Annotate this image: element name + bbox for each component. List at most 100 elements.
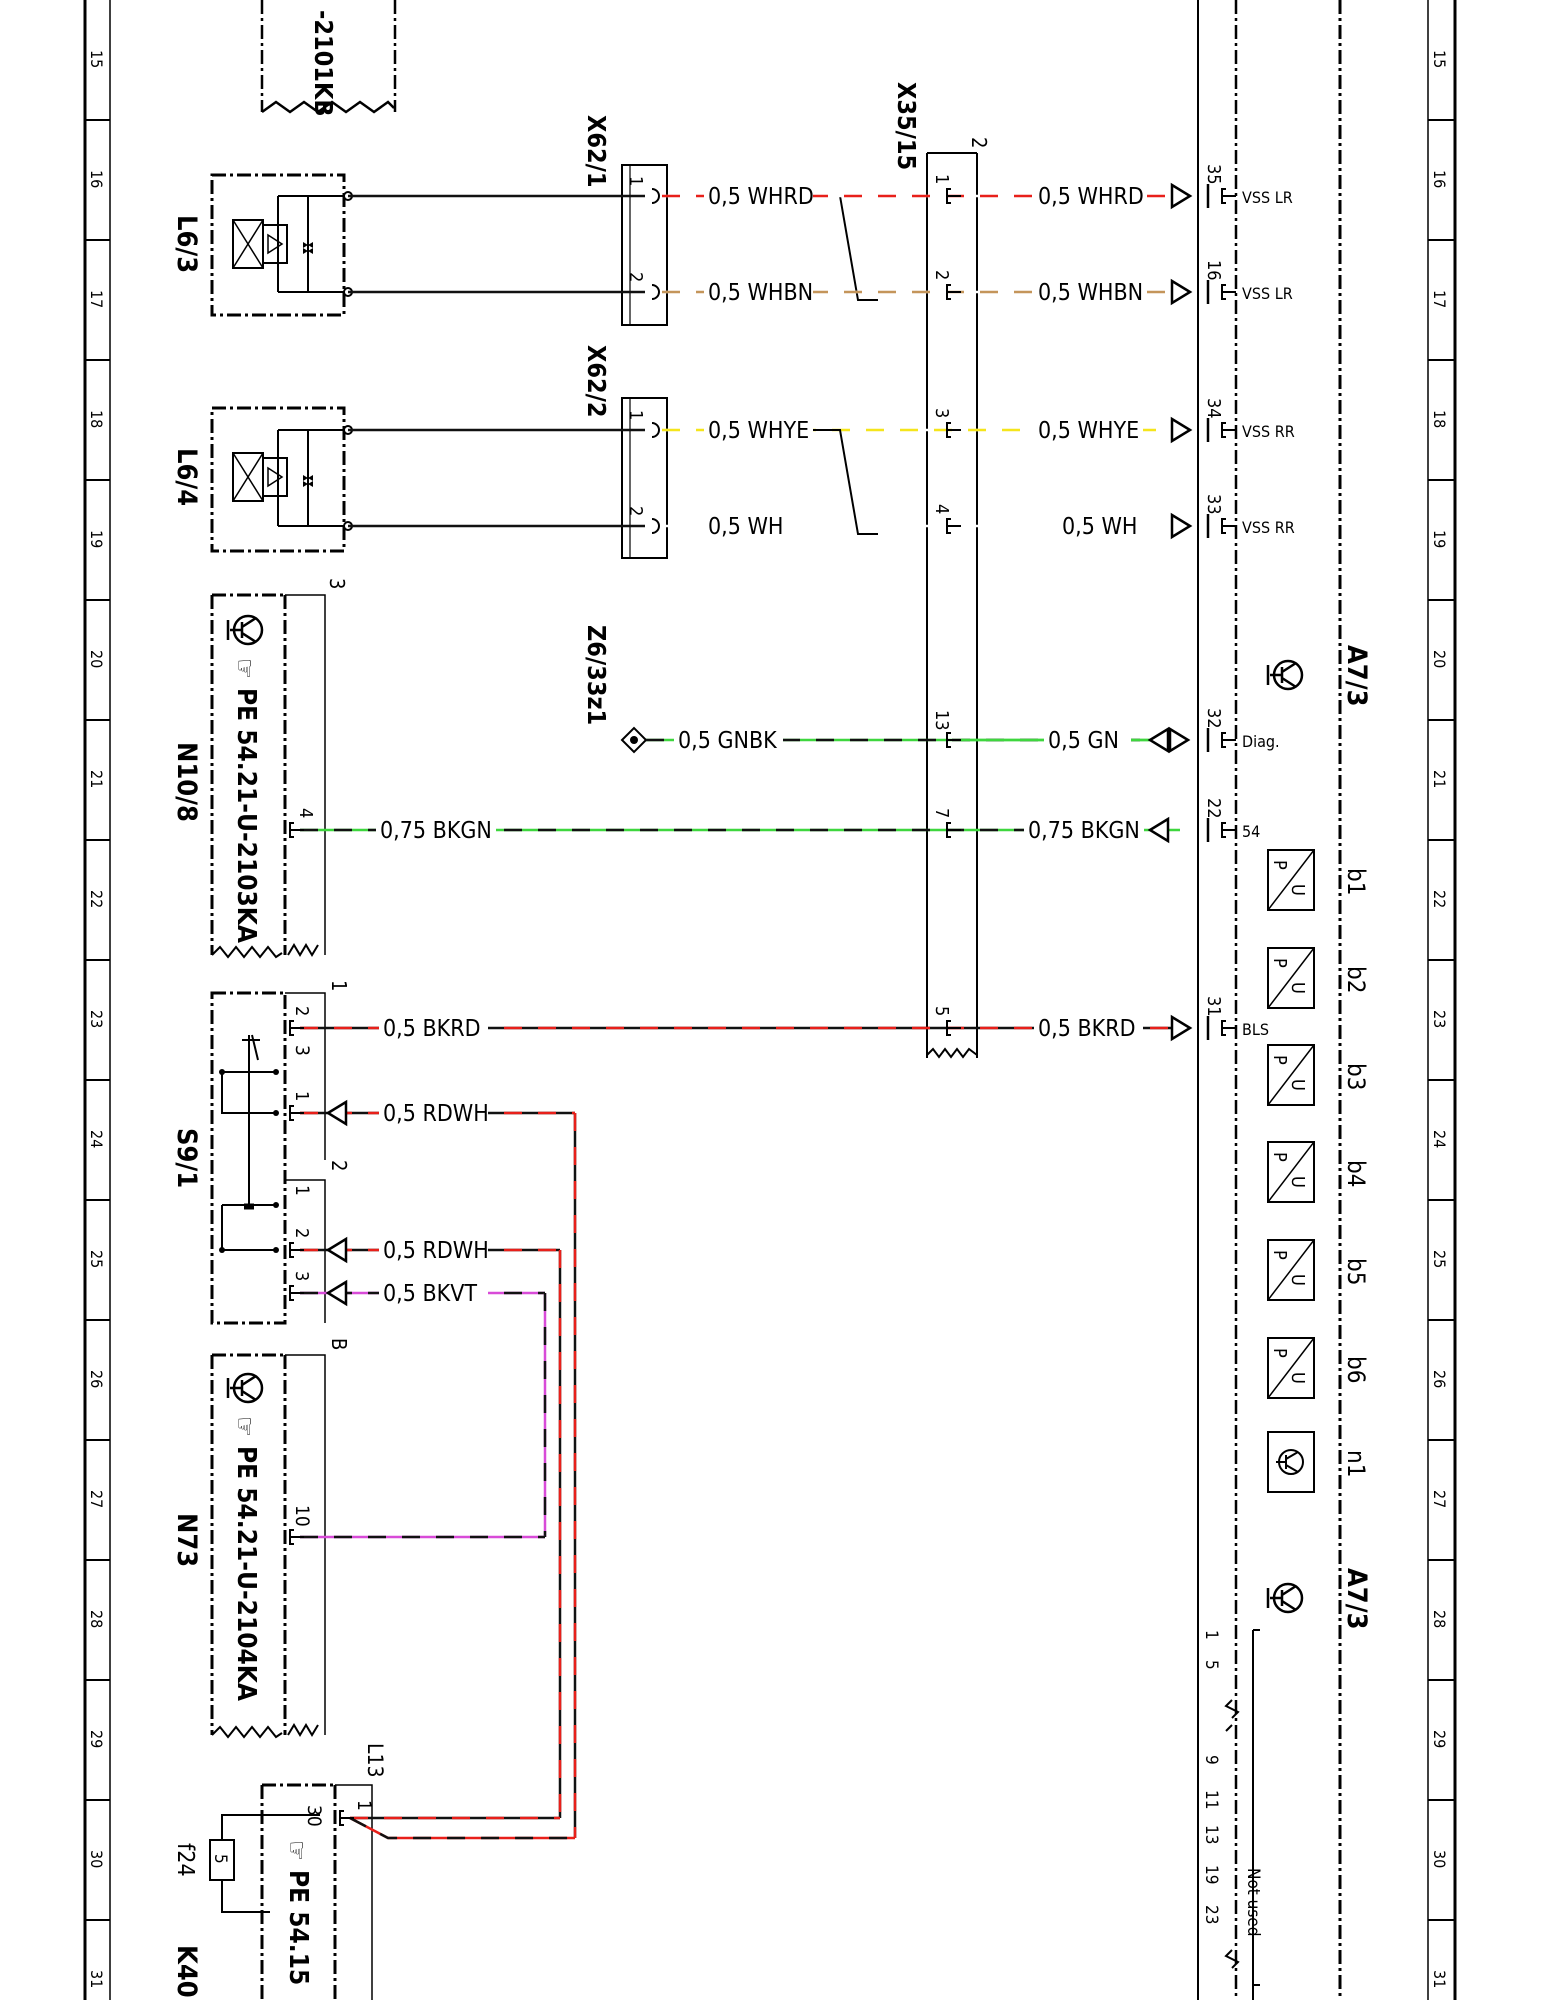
signal-name: 54 — [1242, 822, 1260, 841]
label-bg — [704, 184, 813, 208]
sensor-glyph: U — [1287, 1079, 1308, 1091]
label-x35-15: X35/15 — [892, 82, 921, 170]
pin-number: 34 — [1203, 398, 1224, 419]
wire-label: 0,5 WHYE — [1038, 418, 1139, 444]
grid-number: 22 — [1430, 890, 1449, 908]
pin-icon — [946, 518, 961, 534]
pointing-hand-icon: ☞ — [229, 658, 259, 679]
wire — [349, 1816, 575, 1840]
pin-icon — [289, 1020, 304, 1036]
wire-label: 0,5 WHBN — [1038, 280, 1143, 306]
signal-name: VSS LR — [1242, 188, 1293, 207]
pin-number: 33 — [1203, 494, 1224, 515]
sensor-diagonal — [1267, 947, 1315, 1009]
n73-pin-10: 10 — [291, 1505, 313, 1527]
pin-number: 2 — [291, 1228, 312, 1238]
pin-number: 23 — [1201, 1905, 1221, 1924]
grid-number: 18 — [87, 410, 106, 428]
grid-number: 21 — [87, 770, 106, 788]
pointing-hand-icon: ☞ — [229, 1416, 259, 1437]
label-bg — [1024, 818, 1144, 842]
label-bg — [704, 280, 813, 304]
pin-number: 2 — [625, 506, 646, 516]
arrow-icon — [325, 1236, 348, 1264]
sensor-box — [1267, 1337, 1315, 1399]
pin-number: 1 — [625, 176, 646, 186]
pointing-hand-icon: ☞ — [281, 1840, 311, 1861]
label-bg — [1044, 728, 1131, 752]
sensor-diagonal — [1267, 1337, 1315, 1399]
grid-number: 24 — [1430, 1130, 1449, 1148]
transistor-icon — [1266, 1582, 1304, 1614]
grid-number: 31 — [87, 1970, 106, 1988]
grid-number: 16 — [87, 170, 106, 188]
pin-number: 13 — [931, 710, 952, 731]
wire-label: 0,75 BKGN — [1028, 818, 1140, 844]
pin-number: 32 — [1203, 708, 1224, 729]
pin-number: 9 — [1201, 1755, 1221, 1765]
grid-number: 19 — [1430, 530, 1449, 548]
sensor-diagonal — [1267, 1239, 1315, 1301]
ref-2101kb-label: -2101KB — [309, 10, 338, 117]
pin-icon — [289, 1105, 304, 1121]
pin-number: 2 — [625, 272, 646, 282]
pin-icon — [339, 1810, 354, 1826]
pin-icon — [289, 1529, 304, 1545]
grid-number: 20 — [87, 650, 106, 668]
grid-number: 18 — [1430, 410, 1449, 428]
grid-number: 28 — [87, 1610, 106, 1628]
connector-x62-1: X62/1 — [582, 115, 668, 326]
signal-name: VSS RR — [1242, 518, 1295, 537]
label-bg — [1034, 280, 1143, 304]
sensor-label: b4 — [1342, 1160, 1370, 1187]
grid-number: 19 — [87, 530, 106, 548]
arrow-icon — [1170, 1014, 1193, 1042]
pin-number: 4 — [295, 808, 316, 818]
pin-number: 35 — [1203, 164, 1224, 185]
sensor-glyph: P — [1269, 860, 1290, 870]
label-bg — [704, 418, 813, 442]
sensor-box — [1267, 1141, 1315, 1203]
label-n73: N73 — [171, 1513, 202, 1567]
wire-label: 0,5 WHRD — [708, 184, 814, 210]
wire-label: 0,5 WH — [1062, 514, 1138, 540]
wire-label: 0,5 WHYE — [708, 418, 809, 444]
pin-number: 11 — [1201, 1790, 1221, 1809]
pin-number: 19 — [1201, 1865, 1221, 1884]
connector-x62-2: X62/2 — [582, 345, 668, 559]
label-bg — [379, 1238, 488, 1262]
signal-name: VSS LR — [1242, 284, 1293, 303]
pin-number: 22 — [1203, 798, 1224, 819]
grid-number: 26 — [1430, 1370, 1449, 1388]
label-l6-4: L6/4 — [171, 448, 202, 506]
grid-number: 29 — [87, 1730, 106, 1748]
label-a7-3: A7/3 — [1341, 645, 1372, 706]
grid-number: 30 — [1430, 1850, 1449, 1868]
pin-icon — [946, 284, 961, 300]
pin-icon — [1221, 732, 1236, 748]
grid-number: 27 — [87, 1490, 106, 1508]
sensor-diagonal — [1267, 849, 1315, 911]
arrow-icon — [1168, 726, 1191, 754]
n10-8-number: 3 — [325, 578, 349, 589]
pin-icon — [289, 822, 304, 838]
label-x62-1: X62/1 — [582, 115, 611, 188]
wire-label: 0,5 WHBN — [708, 280, 813, 306]
s9-1-pin-1b: 1 — [291, 1185, 313, 1196]
ref-box-2101kb: -2101KB — [260, 0, 397, 117]
sensor-glyph: P — [1269, 958, 1290, 968]
pin-number: 3 — [931, 408, 952, 418]
sensor-glyph: U — [1287, 1176, 1308, 1188]
pin-icon — [946, 422, 961, 438]
wire-label: 0,5 WH — [708, 514, 784, 540]
pin-icon — [946, 732, 961, 748]
pin-number: 7 — [931, 808, 952, 818]
grid-number: 31 — [1430, 1970, 1449, 1988]
label-bg — [379, 1101, 488, 1125]
sensor-box — [1267, 1431, 1315, 1493]
wire-label: 0,5 GNBK — [678, 728, 777, 754]
break-icon — [1224, 1699, 1240, 1969]
